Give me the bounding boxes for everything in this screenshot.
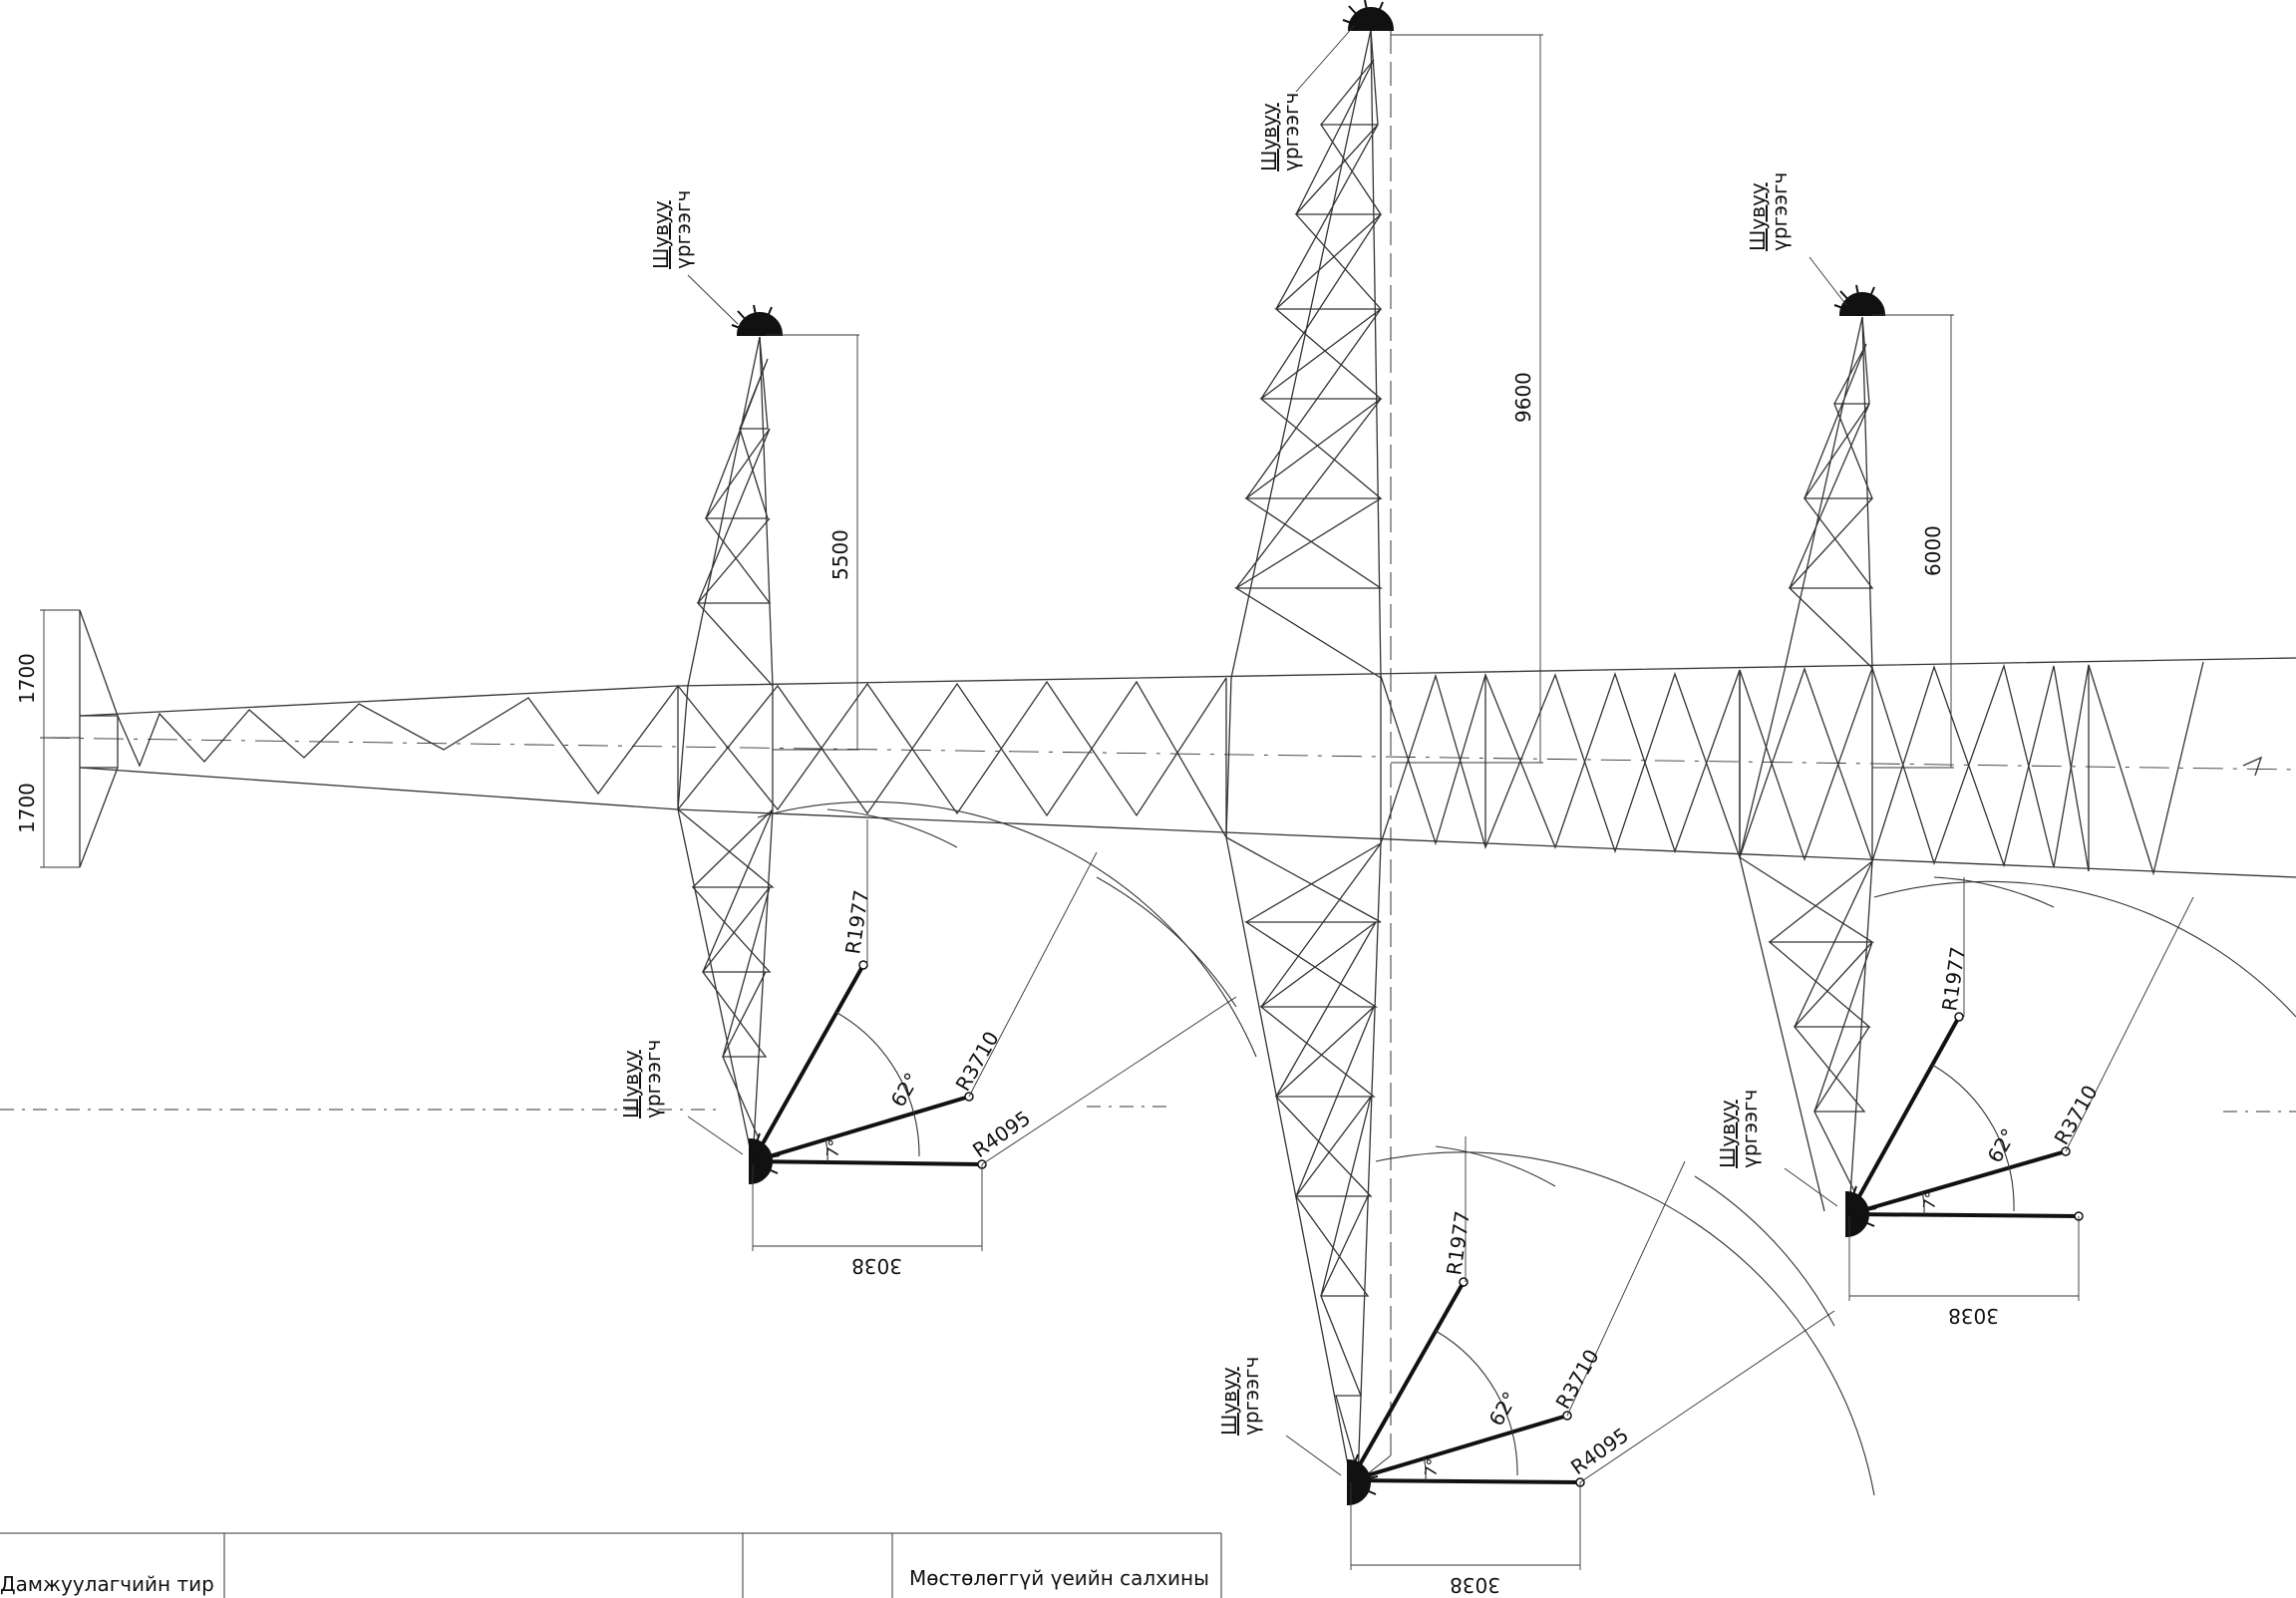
label-line2: үргээгч	[641, 1040, 665, 1119]
dim-tower-b-height: 9600	[1511, 372, 1535, 423]
label-line1: Шувуу	[1716, 1100, 1740, 1168]
dim-angle-wide: 62°	[886, 1069, 925, 1112]
sprinkler-icon	[731, 304, 784, 336]
main-boom	[39, 609, 2296, 878]
label-top-c: Шувуу үргээгч	[1746, 172, 1792, 251]
sprinkler-icon	[1342, 0, 1395, 31]
dim-tower-c-height: 6000	[1921, 525, 1945, 576]
label-line2: үргээгч	[1768, 172, 1792, 251]
dim-horizontal: 3038	[851, 1254, 902, 1278]
dim-angle-wide: 62°	[1983, 1124, 2022, 1167]
dim-left-upper: 1700	[15, 653, 39, 704]
label-bottom-c: Шувуу үргээгч	[1716, 1090, 1762, 1168]
sprinkler-symbols	[731, 0, 1886, 1506]
sprinkler-icon	[1833, 284, 1886, 316]
label-line1: Шувуу	[649, 200, 673, 269]
dim-tower-a-height: 5500	[828, 529, 852, 580]
label-bottom-a: Шувуу үргээгч	[619, 1040, 665, 1119]
label-line1: Шувуу	[1257, 103, 1281, 171]
label-line1: Шувуу	[619, 1050, 643, 1119]
tower-c	[1739, 316, 1875, 1212]
dim-radius-large: R4095	[968, 1106, 1035, 1162]
label-line2: үргээгч	[1279, 93, 1303, 171]
title-block-right-cell: Мөстөлөггүй үеийн салхины	[909, 1566, 1209, 1590]
sprinkler-labels: Шувуу үргээгч Шувуу үргээгч Шувуу үргээг…	[619, 93, 1792, 1436]
tower-b	[1225, 29, 1392, 1481]
tower-a	[677, 336, 775, 1162]
dim-angle-wide: 62°	[1484, 1388, 1523, 1431]
label-bottom-b: Шувуу үргээгч	[1217, 1357, 1263, 1436]
label-line2: үргээгч	[1239, 1357, 1263, 1436]
title-block-left-cell: Дамжуулагчийн тир	[0, 1572, 214, 1596]
spray-radii	[751, 964, 2080, 1484]
title-block	[0, 1532, 1222, 1598]
dim-radius-mid: R3710	[2050, 1081, 2103, 1148]
dim-radius-small: R1977	[1442, 1209, 1475, 1277]
label-line2: үргээгч	[1738, 1090, 1762, 1168]
label-line2: үргээгч	[671, 190, 695, 269]
dim-angle-narrow: 7°	[1919, 1189, 1941, 1210]
dim-left-lower: 1700	[15, 783, 39, 833]
dim-angle-narrow: 7°	[822, 1137, 844, 1158]
dimension-texts: 1700 1700 5500 9600 6000 R1977 R3710 R40…	[15, 372, 2103, 1597]
dimension-lines	[0, 25, 2296, 1570]
dim-radius-small: R1977	[1937, 945, 1970, 1013]
label-top-b: Шувуу үргээгч	[1257, 93, 1303, 171]
dim-radius-mid: R3710	[951, 1027, 1004, 1095]
dim-radius-mid: R3710	[1551, 1345, 1604, 1413]
label-top-a: Шувуу үргээгч	[649, 190, 695, 269]
dim-angle-narrow: 7°	[1421, 1456, 1443, 1477]
dim-horizontal: 3038	[1948, 1304, 1999, 1328]
coverage-arcs	[757, 800, 2296, 1496]
dim-radius-large: R4095	[1566, 1423, 1633, 1479]
dim-horizontal: 3038	[1450, 1573, 1500, 1597]
label-line1: Шувуу	[1217, 1367, 1241, 1436]
dim-radius-small: R1977	[840, 888, 873, 956]
label-line1: Шувуу	[1746, 182, 1770, 251]
